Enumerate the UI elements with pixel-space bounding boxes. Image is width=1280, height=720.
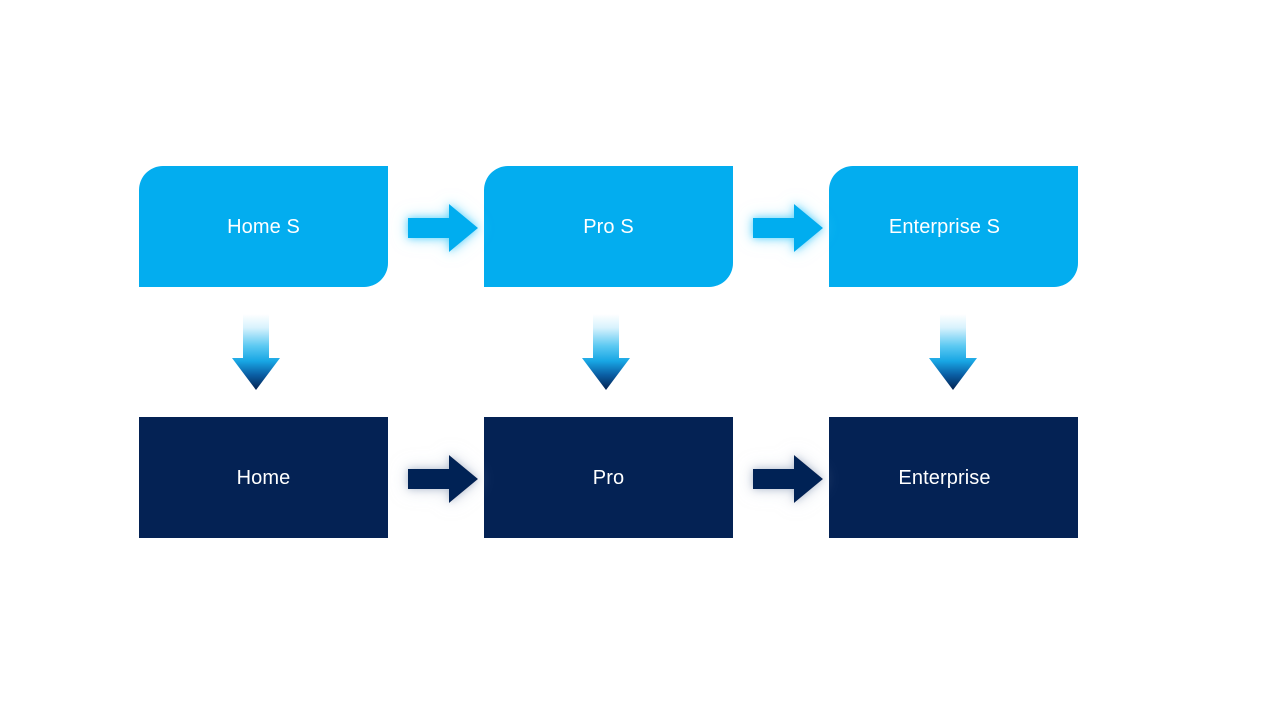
node-pro[interactable]: Pro <box>484 417 733 538</box>
node-home-s[interactable]: Home S <box>139 166 388 287</box>
connector-home-s-to-home[interactable] <box>232 314 280 390</box>
right-arrow-icon <box>753 204 823 252</box>
node-label-pro-s: Pro S <box>583 215 634 238</box>
connector-pro-s-to-pro[interactable] <box>582 314 630 390</box>
node-label-enterprise-s: Enterprise S <box>888 215 1001 238</box>
down-arrow-icon <box>929 314 977 390</box>
right-arrow-icon <box>408 204 478 252</box>
node-enterprise[interactable]: Enterprise <box>829 417 1078 538</box>
down-arrow-icon <box>582 314 630 390</box>
node-enterprise-s[interactable]: Enterprise S <box>829 166 1078 287</box>
connector-pro-to-enterprise[interactable] <box>753 455 823 503</box>
connector-enterprise-s-to-enterprise[interactable] <box>929 314 977 390</box>
connector-home-s-to-pro-s[interactable] <box>408 204 478 252</box>
node-label-home-s: Home S <box>227 215 300 238</box>
node-pro-s[interactable]: Pro S <box>484 166 733 287</box>
node-home[interactable]: Home <box>139 417 388 538</box>
down-arrow-icon <box>232 314 280 390</box>
node-label-enterprise: Enterprise <box>898 466 991 489</box>
node-label-home: Home <box>236 466 291 489</box>
right-arrow-icon <box>408 455 478 503</box>
node-label-pro: Pro <box>592 466 625 489</box>
connector-home-to-pro[interactable] <box>408 455 478 503</box>
right-arrow-icon <box>753 455 823 503</box>
connector-pro-s-to-enterprise-s[interactable] <box>753 204 823 252</box>
